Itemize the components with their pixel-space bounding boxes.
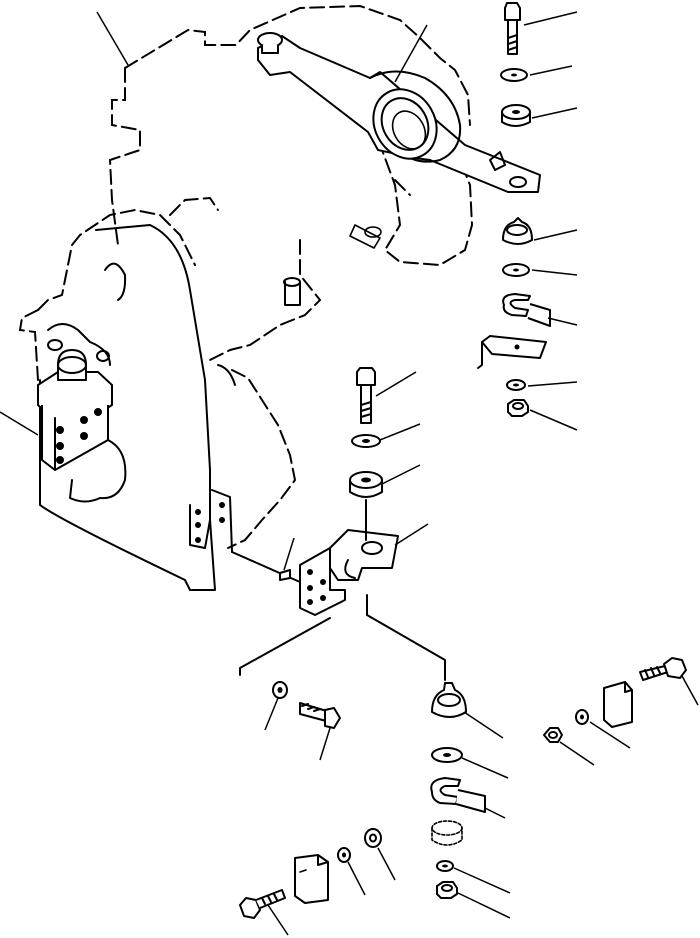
flywheel-housing — [18, 196, 297, 591]
leader-line — [559, 741, 595, 766]
leader-line — [394, 523, 429, 546]
bottom-right-fasteners — [543, 657, 687, 743]
leader-line — [463, 711, 504, 739]
leader-line — [547, 317, 578, 326]
callout-leader-lines — [0, 11, 699, 936]
upper-right-stack — [477, 2, 551, 417]
leader-line — [453, 867, 511, 894]
lower-center-stack — [366, 594, 486, 899]
leader-line — [283, 537, 295, 571]
leader-line — [533, 229, 578, 241]
front-engine-mount — [37, 349, 113, 471]
transmission-housing — [108, 4, 474, 361]
leader-line — [523, 11, 578, 26]
leader-line — [394, 24, 428, 83]
upper-mount-bracket — [257, 32, 541, 193]
leader-line — [484, 807, 506, 819]
leader-line — [531, 107, 578, 119]
leader-line — [319, 727, 331, 761]
leader-line — [457, 892, 511, 919]
bottom-left-fasteners — [239, 828, 382, 919]
lower-left-fasteners — [239, 617, 341, 729]
leader-line — [589, 721, 631, 749]
leader-line — [264, 697, 279, 731]
leader-line — [375, 371, 417, 397]
leader-line — [461, 757, 509, 779]
leader-line — [529, 65, 573, 76]
leader-line — [267, 904, 289, 936]
leader-line — [96, 11, 129, 66]
leader-line — [529, 409, 578, 431]
leader-line — [347, 861, 366, 896]
leader-line — [527, 381, 578, 387]
leader-line — [377, 847, 396, 881]
leader-line — [681, 675, 699, 706]
leader-line — [379, 423, 421, 441]
leader-line — [0, 411, 39, 436]
rear-mount-bracket — [231, 529, 399, 616]
leader-line — [531, 269, 578, 276]
center-mount-stack — [349, 367, 383, 541]
leader-line — [381, 464, 421, 485]
